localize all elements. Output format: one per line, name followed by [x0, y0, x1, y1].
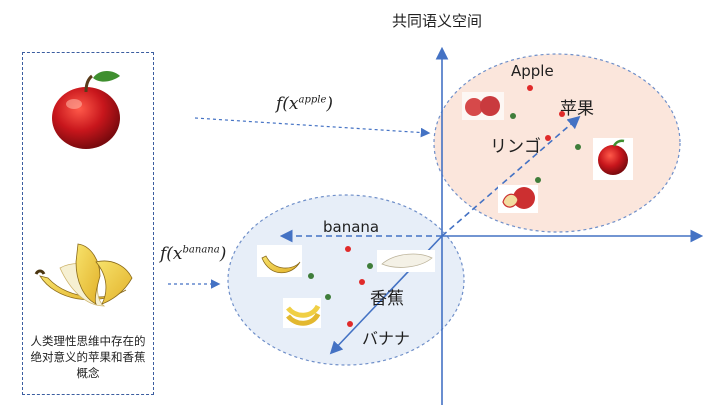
banana-dot-green: [325, 294, 331, 300]
banana-label-zh: 香蕉: [370, 289, 404, 309]
apple-fn-suffix: ): [326, 94, 334, 114]
concept-box: [22, 52, 154, 395]
apple-photo-icon: [498, 185, 538, 213]
apple-photo-icon: [593, 138, 633, 180]
banana-label-en: banana: [323, 218, 380, 236]
diagonal-arrow-up: [441, 115, 581, 237]
banana-photo-icon: [283, 298, 321, 328]
apple-dot-green: [535, 177, 541, 183]
banana-photo-icon: [257, 245, 302, 277]
banana-dot-red: [345, 246, 351, 252]
banana-fn-superscript: banana: [182, 244, 220, 256]
banana-dot-red: [359, 279, 365, 285]
apple-label-en: Apple: [511, 62, 554, 80]
banana-fn-prefix: f(x: [160, 244, 183, 264]
apple-dot-red: [527, 85, 533, 91]
apple-photo-icon: [462, 92, 504, 120]
banana-function-label: f(xbanana): [160, 244, 226, 264]
apple-dot-red: [559, 111, 565, 117]
apple-fn-prefix: f(x: [276, 94, 299, 114]
banana-photo-icon: [377, 250, 435, 272]
banana-bunch-icon: [34, 243, 133, 307]
banana-fn-suffix: ): [219, 244, 227, 264]
apple-mapping-arrow: [194, 117, 431, 138]
apple-function-label: f(xapple): [276, 94, 333, 114]
banana-dot-green: [367, 263, 373, 269]
concept-caption: 人类理性思维中存在的绝对意义的苹果和香蕉概念: [30, 334, 146, 380]
diagram-title: 共同语义空间: [392, 12, 483, 30]
red-apple-icon: [52, 71, 120, 149]
apple-dot-green: [510, 113, 516, 119]
banana-label-ja: バナナ: [362, 329, 411, 348]
apple-label-zh: 苹果: [560, 99, 594, 119]
apple-label-ja: リンゴ: [490, 137, 541, 157]
banana-dot-green: [308, 273, 314, 279]
apple-dot-green: [575, 144, 581, 150]
apple-cluster-ellipse: [433, 53, 681, 233]
apple-fn-superscript: apple: [298, 94, 327, 106]
apple-dot-red: [545, 135, 551, 141]
banana-dot-red: [347, 321, 353, 327]
